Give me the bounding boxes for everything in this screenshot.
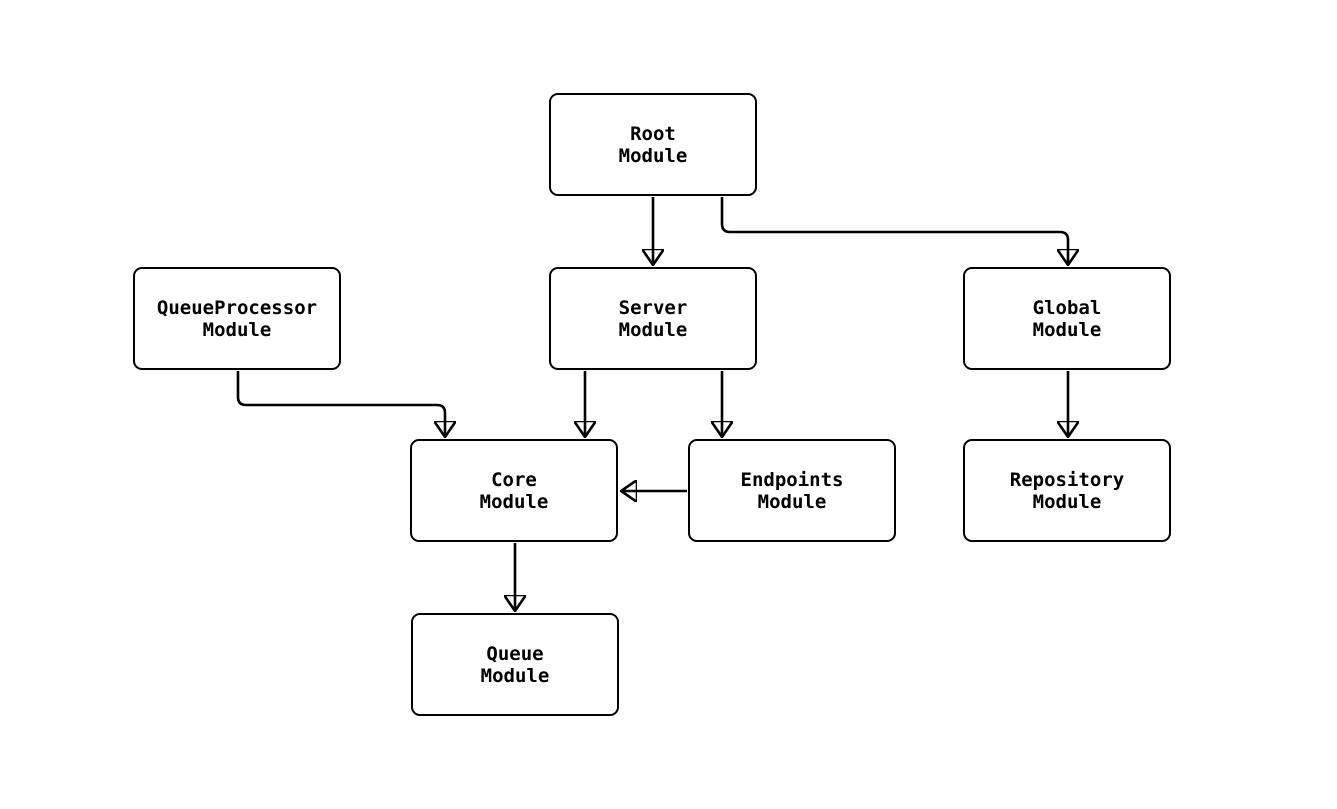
node-endpoints-module: Endpoints Module [688,439,896,542]
node-queue-module: Queue Module [411,613,619,716]
edge-root-to-global [720,197,1068,264]
node-root-module-label: Root Module [618,122,688,167]
node-global-module-label: Global Module [1032,296,1102,341]
node-endpoints-module-label: Endpoints Module [740,468,844,513]
node-queue-module-label: Queue Module [480,642,550,687]
node-repository-module: Repository Module [963,439,1171,542]
node-core-module-label: Core Module [479,468,549,513]
node-global-module: Global Module [963,267,1171,370]
node-root-module: Root Module [549,93,757,196]
node-core-module: Core Module [410,439,618,542]
edge-queueprocessor-to-core [236,371,445,436]
node-server-module: Server Module [549,267,757,370]
node-queueprocessor-module-label: QueueProcessor Module [156,296,318,341]
node-repository-module-label: Repository Module [1009,468,1125,513]
node-server-module-label: Server Module [618,296,688,341]
node-queueprocessor-module: QueueProcessor Module [133,267,341,370]
